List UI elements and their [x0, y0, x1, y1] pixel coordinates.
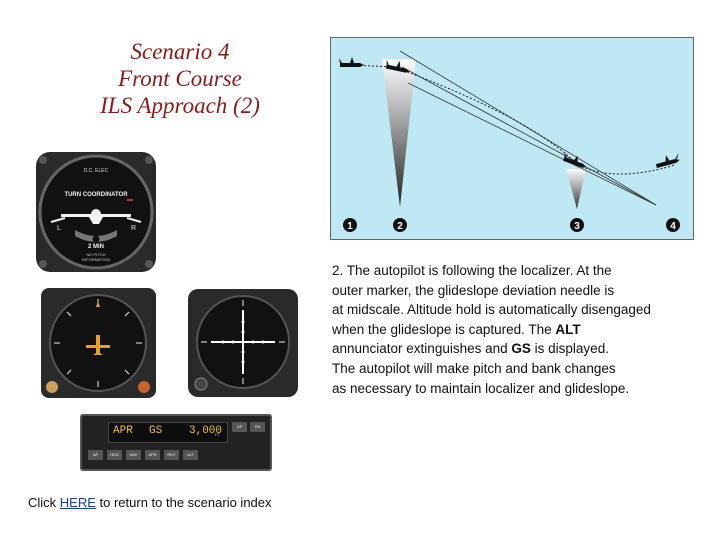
- desc-line-3: at midscale. Altitude hold is automatica…: [332, 302, 651, 318]
- svg-text:2: 2: [397, 221, 403, 232]
- autopilot-mode: APR: [113, 425, 133, 437]
- step-description: 2. The autopilot is following the locali…: [332, 261, 712, 398]
- footer-return-text: Click HERE to return to the scenario ind…: [28, 495, 272, 510]
- autopilot-altitude: 3,000: [189, 425, 223, 437]
- marker-3: 3: [570, 218, 584, 232]
- apr-button[interactable]: APR: [145, 450, 160, 460]
- autopilot-button-row: AP HDG NAV APR REV ALT: [88, 450, 198, 460]
- here-link[interactable]: HERE: [59, 495, 96, 510]
- dn-button[interactable]: DN: [250, 422, 265, 432]
- nav-indicator-instrument: [188, 289, 298, 397]
- alt-button[interactable]: ALT: [183, 450, 198, 460]
- ap-button[interactable]: AP: [88, 450, 103, 460]
- desc-line-2: outer marker, the glideslope deviation n…: [332, 282, 615, 298]
- autopilot-display: APR GS 3,000 FT: [108, 422, 228, 443]
- tc-footer-2: INFORMATION: [82, 257, 110, 262]
- desc-line-5: annunciator extinguishes and GS is displ…: [332, 341, 609, 357]
- title-line-1: Scenario 4: [130, 39, 230, 64]
- turn-coordinator-instrument: D.C. ELEC TURN COORDINATOR L R 2 MIN NO …: [36, 152, 156, 272]
- tc-footer-1: NO PITCH: [86, 252, 105, 257]
- desc-line-4: when the glideslope is captured. The ALT: [332, 321, 581, 337]
- heading-airplane-symbol: [86, 335, 110, 355]
- svg-text:4: 4: [670, 221, 676, 232]
- gs-label: GS: [511, 341, 531, 357]
- glideslope-center: [401, 66, 657, 206]
- nav-button[interactable]: NAV: [126, 450, 141, 460]
- svg-text:3: 3: [574, 221, 580, 232]
- glideslope-lower: [407, 82, 657, 206]
- scenario-title: Scenario 4 Front Course ILS Approach (2): [60, 38, 300, 119]
- alt-label: ALT: [555, 321, 581, 337]
- approach-diagram: 1 2 3 4: [330, 37, 694, 240]
- aircraft-2-icon: [385, 59, 410, 73]
- desc-line-6: The autopilot will make pitch and bank c…: [332, 360, 616, 376]
- autopilot-armed-mode: GS: [149, 425, 163, 437]
- aircraft-3-icon: [563, 151, 587, 168]
- aircraft-1-icon: [339, 57, 364, 67]
- marker-2: 2: [393, 218, 407, 232]
- heading-indicator-instrument: [41, 288, 156, 398]
- tc-right-label: R: [131, 225, 136, 232]
- marker-1: 1: [343, 218, 357, 232]
- marker-4: 4: [666, 218, 680, 232]
- svg-text:1: 1: [347, 221, 353, 232]
- outer-marker-cone: [382, 59, 416, 207]
- flight-path: [351, 64, 676, 175]
- tc-title: TURN COORDINATOR: [64, 192, 128, 198]
- tc-left-label: L: [57, 225, 61, 232]
- tc-top-label: D.C. ELEC: [84, 168, 109, 174]
- rev-button[interactable]: REV: [164, 450, 179, 460]
- desc-line-1: 2. The autopilot is following the locali…: [332, 263, 612, 278]
- tc-min-label: 2 MIN: [88, 244, 104, 250]
- up-button[interactable]: UP: [232, 422, 247, 432]
- autopilot-altitude-unit: FT: [215, 432, 220, 437]
- hdg-button[interactable]: HDG: [107, 450, 122, 460]
- title-line-2: Front Course: [118, 66, 242, 91]
- title-line-3: ILS Approach (2): [100, 93, 260, 118]
- autopilot-panel: APR GS 3,000 FT AP HDG NAV APR REV ALT U…: [80, 414, 272, 471]
- middle-marker-cone: [566, 169, 586, 209]
- desc-line-7: as necessary to maintain localizer and g…: [332, 380, 630, 396]
